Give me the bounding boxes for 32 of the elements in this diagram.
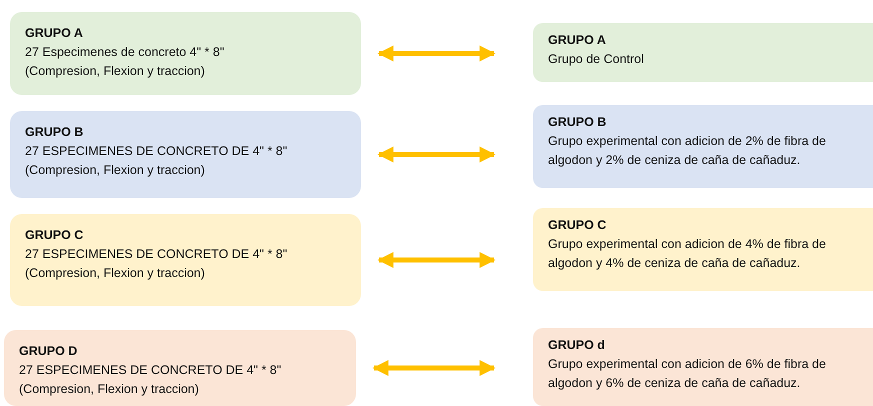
group-box: [533, 105, 873, 188]
group-heading: GRUPO A: [25, 25, 84, 42]
group-heading: GRUPO A: [548, 32, 607, 49]
group-box: [10, 214, 361, 306]
group-box: [10, 111, 361, 198]
group-heading: GRUPO B: [548, 114, 608, 131]
group-description: (Compresion, Flexion y traccion): [25, 63, 206, 80]
group-description: Grupo experimental con adicion de 4% de fibra de algodon y 4% de ceniza de caña de cañaduz.: [548, 236, 827, 272]
group-description: (Compresion, Flexion y traccion): [19, 381, 200, 398]
group-heading: GRUPO D: [19, 343, 78, 360]
group-description: 27 ESPECIMENES DE CONCRETO DE 4" * 8": [25, 246, 288, 263]
group-box: [4, 330, 356, 406]
group-box: [533, 208, 873, 291]
group-box: [533, 328, 873, 406]
group-description: Grupo experimental con adicion de 6% de fibra de algodon y 6% de ceniza de caña de cañaduz.: [548, 356, 827, 392]
group-description: Grupo de Control: [548, 51, 645, 68]
double-arrow: [377, 146, 496, 162]
group-description: 27 Especimenes de concreto 4" * 8": [25, 44, 226, 61]
group-heading: GRUPO d: [548, 337, 606, 354]
group-description: (Compresion, Flexion y traccion): [25, 265, 206, 282]
group-heading: GRUPO C: [548, 217, 608, 234]
group-box: [533, 23, 873, 82]
group-description: Grupo experimental con adicion de 2% de fibra de algodon y 2% de ceniza de caña de cañaduz.: [548, 133, 827, 169]
group-heading: GRUPO C: [25, 227, 84, 244]
group-heading: GRUPO B: [25, 124, 84, 141]
group-description: 27 ESPECIMENES DE CONCRETO DE 4" * 8": [25, 143, 288, 160]
double-arrow: [377, 46, 496, 62]
group-box: [10, 12, 361, 95]
group-description: 27 ESPECIMENES DE CONCRETO DE 4" * 8": [19, 362, 282, 379]
double-arrow: [377, 252, 496, 268]
double-arrow: [372, 360, 496, 376]
group-description: (Compresion, Flexion y traccion): [25, 162, 206, 179]
